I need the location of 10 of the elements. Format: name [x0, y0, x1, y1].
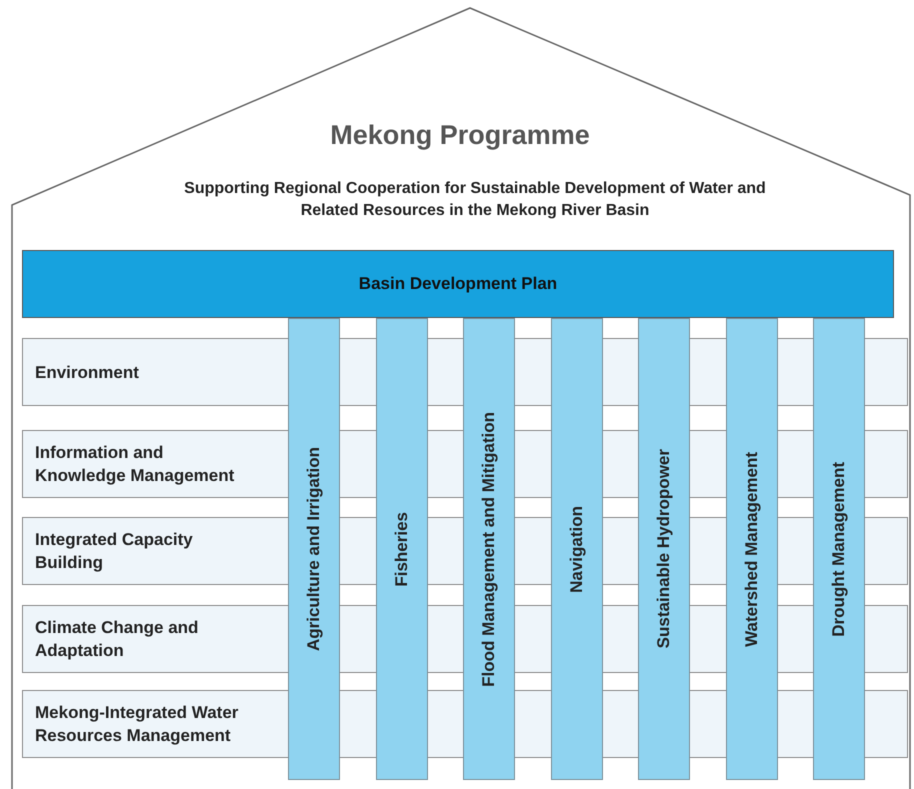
pillar: Drought Management — [813, 318, 865, 780]
title: Mekong Programme — [329, 120, 591, 151]
pillar: Navigation — [551, 318, 603, 780]
pillar: Sustainable Hydropower — [638, 318, 690, 780]
plan-bar: Basin Development Plan — [22, 250, 894, 318]
subtitle: Supporting Regional Cooperation for Sustainable Development of Water and Related Resources in the Mekong River Basin — [183, 179, 767, 221]
pillar: Fisheries — [376, 318, 428, 780]
pillar: Agriculture and Irrigation — [288, 318, 340, 780]
pillar: Watershed Management — [726, 318, 778, 780]
pillar: Flood Management and Mitigation — [463, 318, 515, 780]
